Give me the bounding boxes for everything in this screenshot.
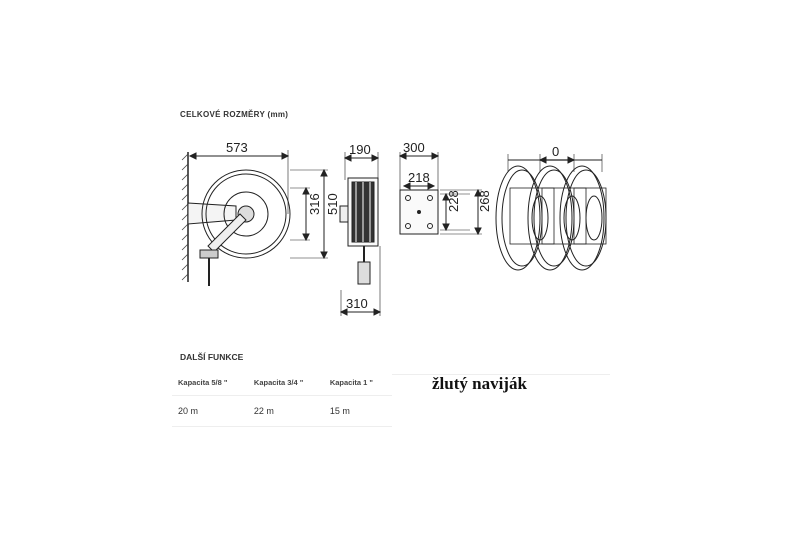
capacity-value-row: 20 m 22 m 15 m <box>172 396 392 427</box>
value-capacity-3-4: 22 m <box>253 406 274 416</box>
dim-190: 190 <box>349 142 371 157</box>
yellow-reel-label: žlutý naviják <box>432 374 527 393</box>
dim-218: 218 <box>408 170 430 185</box>
capacity-table: Kapacita 5/8 " Kapacita 3/4 " Kapacita 1… <box>172 374 392 427</box>
dim-573: 573 <box>226 140 248 155</box>
multi-reel-view <box>495 154 607 271</box>
dimensions-heading: CELKOVÉ ROZMĚRY (mm) <box>180 110 289 119</box>
header-capacity-5-8: Kapacita 5/8 " <box>178 378 228 387</box>
value-capacity-1: 15 m <box>329 406 350 416</box>
capacity-header-row: Kapacita 5/8 " Kapacita 3/4 " Kapacita 1… <box>172 374 392 396</box>
value-capacity-5-8: 20 m <box>178 406 199 416</box>
dim-228: 228 <box>446 190 461 212</box>
dim-0: 0 <box>552 144 559 159</box>
front-view <box>181 150 328 286</box>
header-capacity-1: Kapacita 1 " <box>329 378 373 387</box>
header-capacity-3-4: Kapacita 3/4 " <box>253 378 304 387</box>
dim-268: 268 <box>477 190 492 212</box>
dim-310: 310 <box>346 296 368 311</box>
dim-300: 300 <box>403 140 425 155</box>
mounting-plate <box>398 152 482 236</box>
dim-510: 510 <box>325 193 340 215</box>
features-title: DALŠÍ FUNKCE <box>180 352 244 362</box>
table-divider <box>392 374 610 375</box>
dim-316: 316 <box>307 193 322 215</box>
side-view <box>339 152 382 316</box>
